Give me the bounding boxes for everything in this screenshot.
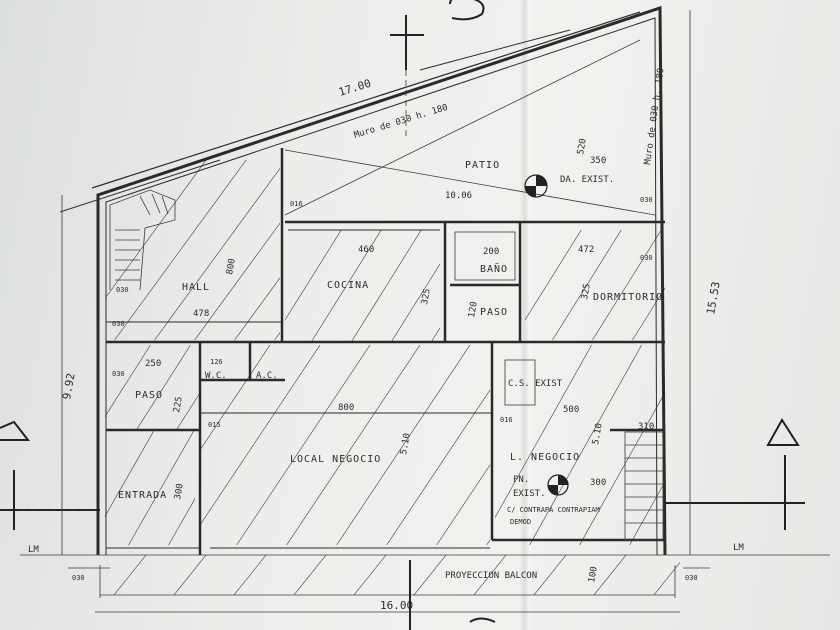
hatch-entrada bbox=[105, 430, 195, 545]
label-paso-upper: PASO bbox=[480, 307, 508, 318]
axis-lines bbox=[20, 70, 407, 511]
label-cs-exist: C.S. EXIST bbox=[508, 379, 563, 389]
dim-520: 520 bbox=[576, 138, 589, 156]
label-dormitorio: DORMITORIO bbox=[593, 292, 663, 303]
dim-030-bottom-left: 030 bbox=[72, 574, 85, 582]
dimension-lines bbox=[20, 10, 830, 613]
stair-right bbox=[624, 431, 664, 541]
dim-300-right: 300 bbox=[590, 478, 606, 488]
stair-left bbox=[109, 189, 176, 291]
dim-478: 478 bbox=[193, 309, 209, 319]
label-entrada: ENTRADA bbox=[118, 490, 167, 501]
dim-030-paso: 030 bbox=[112, 370, 125, 378]
dim-225: 225 bbox=[172, 396, 185, 414]
dim-800-local: 800 bbox=[338, 403, 354, 413]
paper-fold bbox=[520, 0, 534, 630]
note-exist: DA. EXIST. bbox=[560, 175, 614, 185]
dim-1006: 10.06 bbox=[445, 191, 472, 201]
label-patio: PATIO bbox=[465, 160, 500, 171]
dim-500: 500 bbox=[563, 405, 579, 415]
label-bano: BAÑO bbox=[480, 262, 508, 275]
hatch-l-negocio bbox=[495, 345, 665, 545]
dim-472: 472 bbox=[578, 245, 594, 255]
hatch-hall bbox=[105, 160, 280, 340]
dim-030-dorm: 030 bbox=[640, 254, 653, 262]
dim-016-right: 016 bbox=[500, 416, 513, 424]
hatch-paso bbox=[105, 345, 200, 430]
patio-cross bbox=[284, 39, 656, 216]
dim-200: 200 bbox=[483, 247, 499, 257]
hatch-local bbox=[200, 345, 490, 545]
label-hall: HALL bbox=[182, 282, 210, 293]
label-l-negocio: L. NEGOCIO bbox=[510, 452, 580, 463]
dim-1553: 15.53 bbox=[704, 281, 723, 316]
dim-310: 310 bbox=[638, 422, 654, 432]
dim-460: 460 bbox=[358, 245, 374, 255]
dim-510-local: 5.10 bbox=[399, 432, 413, 455]
note-pn-exist: EXIST. bbox=[513, 489, 546, 499]
dim-120: 120 bbox=[467, 301, 480, 319]
note-demo: DEMOD bbox=[510, 518, 531, 526]
dim-510-right: 5.10 bbox=[591, 422, 605, 445]
dim-1600: 16.00 bbox=[380, 599, 413, 612]
label-wc: W.C. bbox=[205, 371, 227, 381]
note-lm-right: LM bbox=[733, 543, 744, 553]
dim-350: 350 bbox=[590, 156, 606, 166]
label-ac: A.C. bbox=[256, 371, 278, 381]
note-contrapa: C/ CONTRAPA CONTRAPIAM bbox=[507, 506, 600, 514]
note-proyeccion-balcon: PROYECCION BALCON bbox=[445, 571, 537, 581]
dim-250: 250 bbox=[145, 359, 161, 369]
note-muro-right: Muro de 030 h. 180 bbox=[643, 67, 666, 165]
dim-100: 100 bbox=[587, 566, 600, 584]
dim-992: 9.92 bbox=[60, 372, 77, 400]
label-paso-lower: PASO bbox=[135, 390, 163, 401]
label-local-negocio: LOCAL NEGOCIO bbox=[290, 454, 381, 465]
hatch-dormitorio bbox=[525, 230, 665, 340]
note-pn: PN. bbox=[513, 475, 529, 485]
label-cocina: COCINA bbox=[327, 280, 369, 291]
dim-030-hall: 030 bbox=[112, 320, 125, 328]
dim-030-patio: 030 bbox=[640, 196, 653, 204]
note-muro-left: Muro de 030 h. 180 bbox=[353, 103, 449, 141]
note-lm-left: LM bbox=[28, 545, 39, 555]
exterior-walls bbox=[59, 5, 667, 556]
dim-1700: 17.00 bbox=[337, 77, 372, 99]
dim-030-stair: 030 bbox=[116, 286, 129, 294]
dim-016-patio: 016 bbox=[290, 200, 303, 208]
dim-325-cocina: 325 bbox=[420, 288, 433, 306]
interior-walls bbox=[106, 148, 665, 555]
hatch-cocina bbox=[285, 230, 440, 342]
hatch-balcon bbox=[113, 555, 680, 595]
bano-box bbox=[454, 231, 516, 281]
dim-325-dorm: 325 bbox=[580, 283, 593, 301]
dim-015: 015 bbox=[208, 421, 221, 429]
cs-box bbox=[504, 359, 536, 406]
column-markers bbox=[524, 174, 569, 496]
wall-faces bbox=[106, 229, 492, 549]
dim-126: 126 bbox=[210, 358, 223, 366]
dim-800-hall: 800 bbox=[225, 258, 238, 276]
dim-300-entrada: 300 bbox=[173, 483, 186, 501]
dim-030-bottom-right: 030 bbox=[685, 574, 698, 582]
